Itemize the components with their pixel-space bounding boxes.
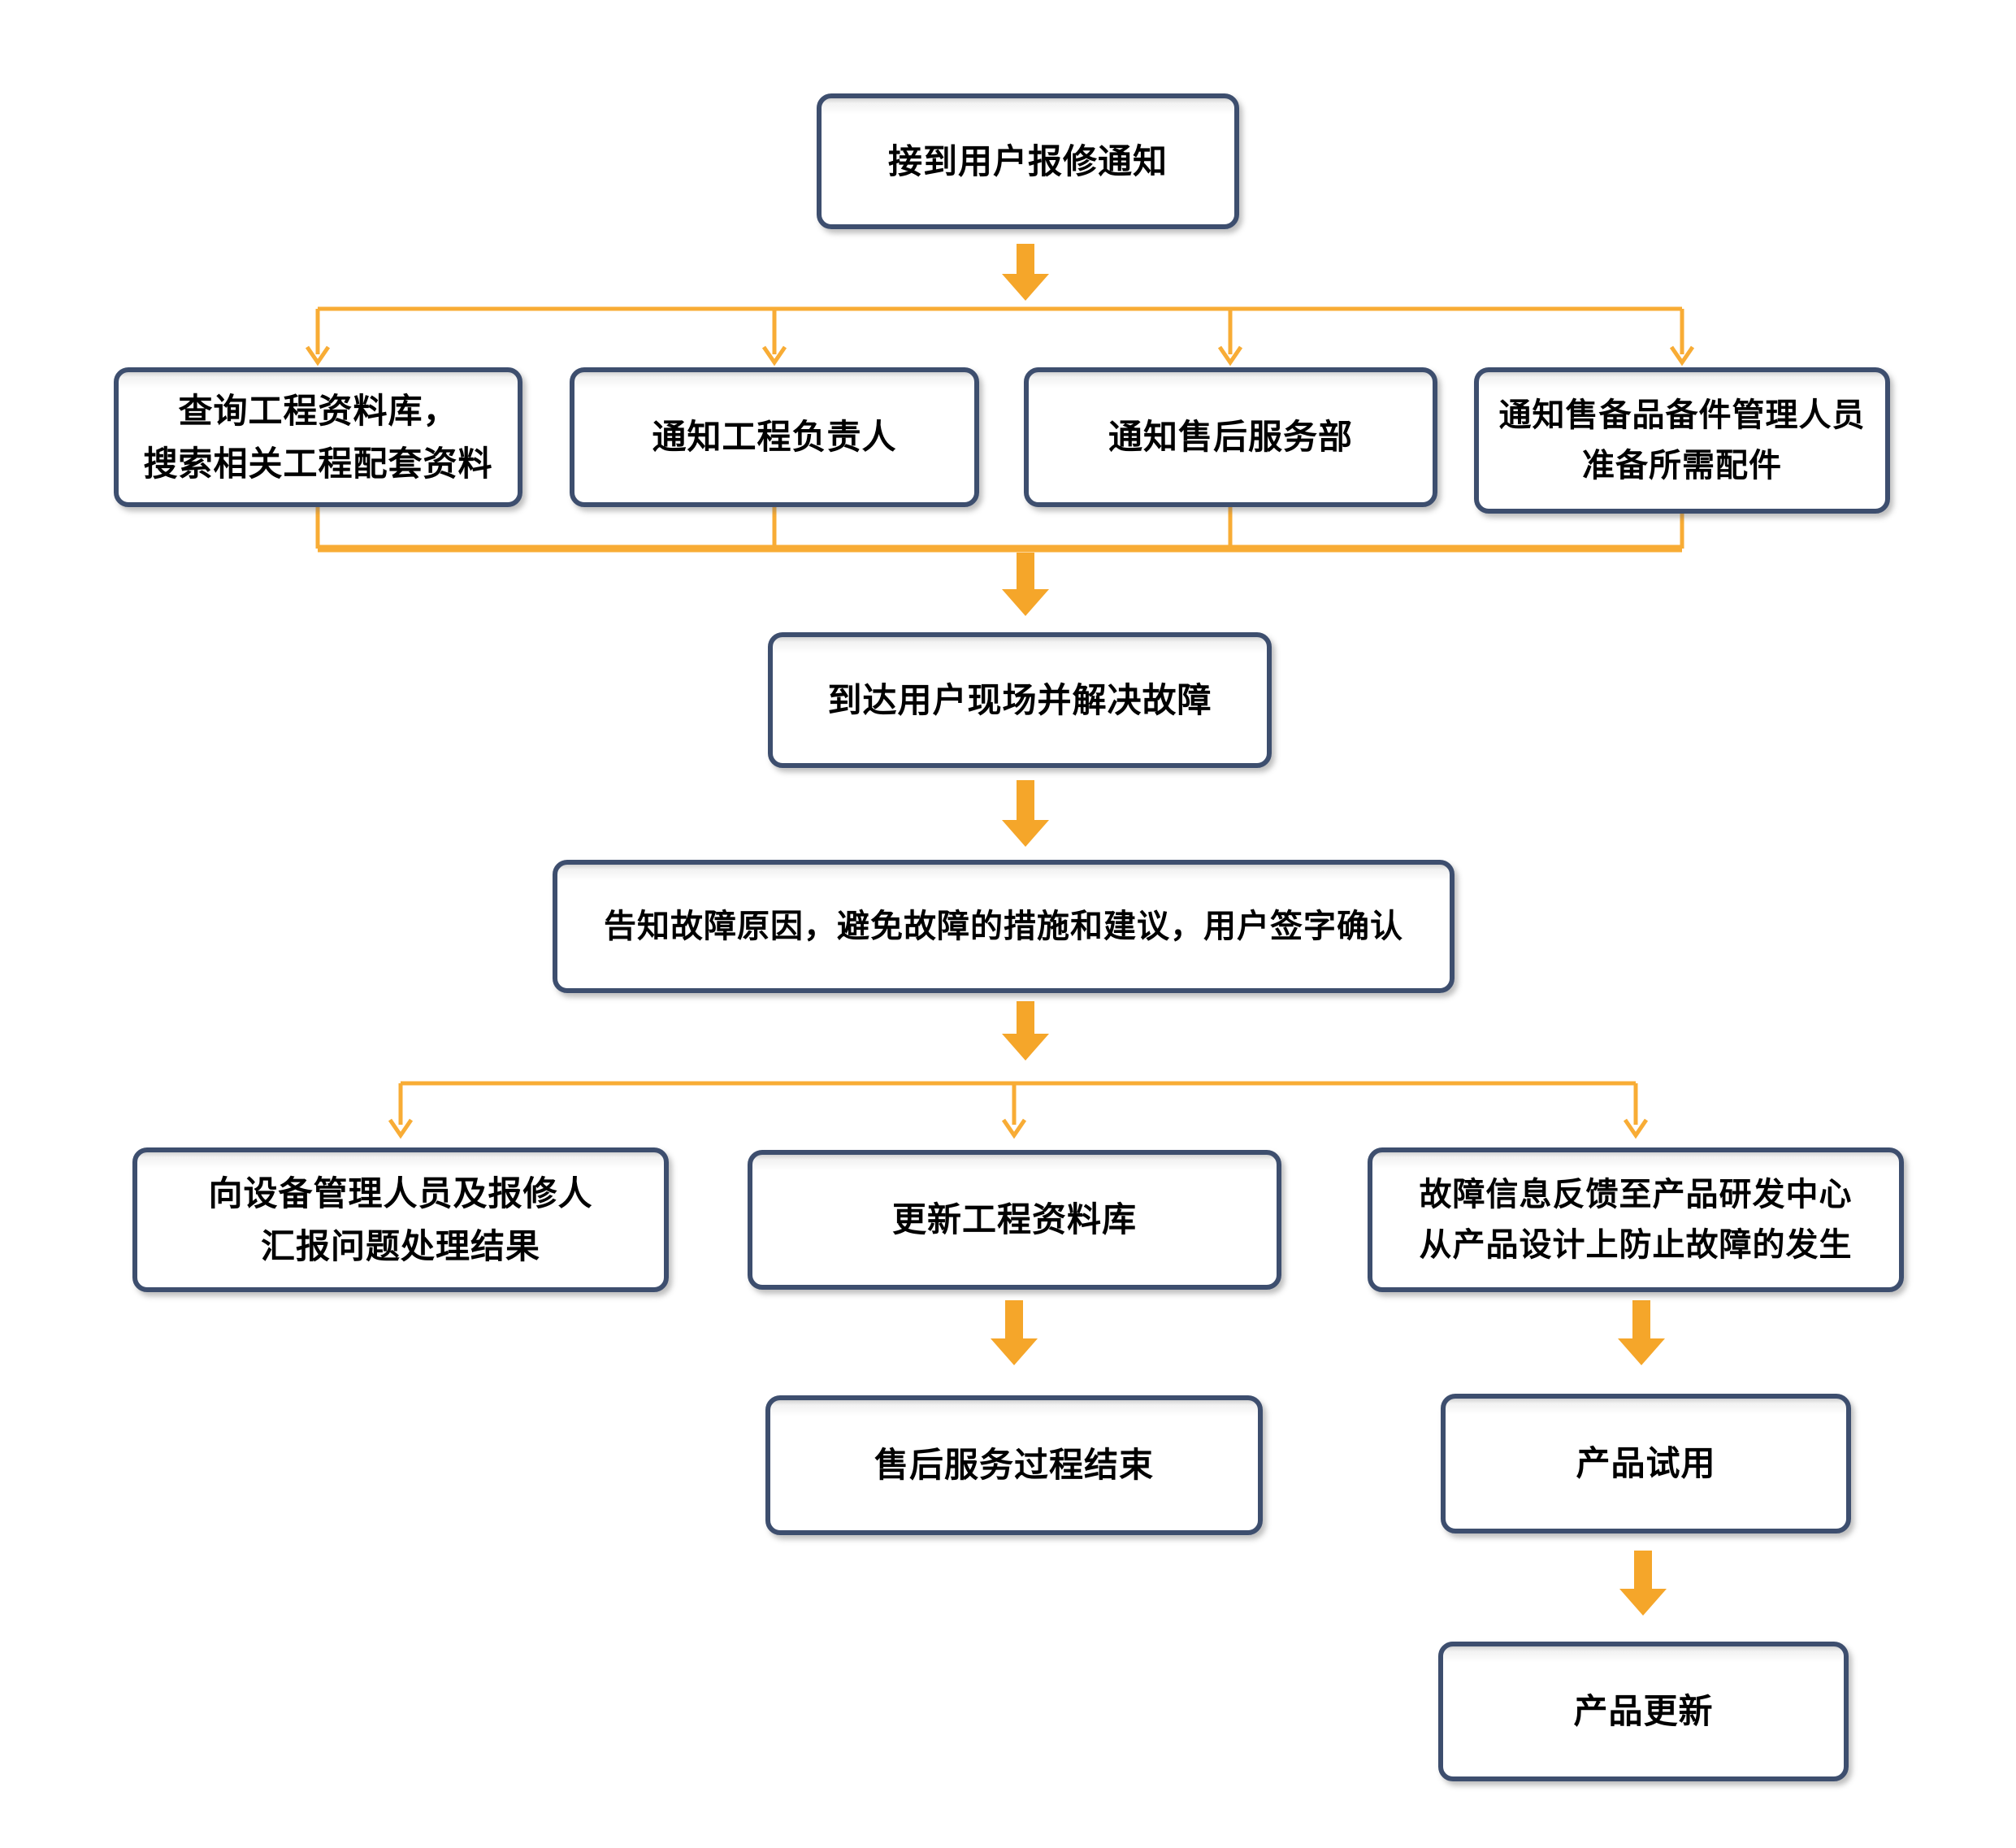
- connector-trial-to-update: [1619, 1551, 1667, 1616]
- arrowhead-icon: [761, 345, 787, 367]
- node-feedback-rd: 故障信息反馈至产品研发中心 从产品设计上防止故障的发生: [1368, 1147, 1904, 1292]
- arrowhead-icon: [1623, 1118, 1649, 1139]
- node-arrive-fix: 到达用户现场并解决故障: [768, 632, 1272, 768]
- node-query-db: 查询工程资料库， 搜索相关工程配套资料: [114, 367, 522, 507]
- node-query-db-label-2: 搜索相关工程配套资料: [143, 445, 493, 483]
- node-service-end-label: 售后服务过程结束: [874, 1446, 1154, 1485]
- node-product-update: 产品更新: [1438, 1642, 1849, 1781]
- arrowhead-icon: [388, 1118, 414, 1139]
- node-notify-parts-label-1: 通知售备品备件管理人员: [1498, 397, 1866, 433]
- node-notify-service: 通知售后服务部: [1024, 367, 1437, 507]
- node-arrive-fix-label: 到达用户现场并解决故障: [827, 680, 1212, 719]
- connector-feedback-to-trial: [1618, 1300, 1665, 1365]
- arrow-down-icon: [991, 1300, 1038, 1365]
- node-query-db-label-1: 查询工程资料库，: [178, 391, 458, 430]
- arrow-down-icon: [1002, 1001, 1049, 1061]
- node-notify-service-label: 通知售后服务部: [1108, 418, 1353, 457]
- node-service-end: 售后服务过程结束: [765, 1395, 1263, 1535]
- arrowhead-icon: [1669, 345, 1695, 367]
- node-start-label: 接到用户报修通知: [887, 141, 1168, 180]
- connector-split-bottom: [388, 1001, 1649, 1139]
- connector-arrive-to-inform: [1002, 780, 1049, 847]
- arrow-down-icon: [1002, 780, 1049, 847]
- connector-split-top: [305, 244, 1695, 367]
- arrow-down-icon: [1002, 244, 1049, 301]
- node-notify-parts: 通知售备品备件管理人员 准备所需配件: [1474, 367, 1890, 514]
- node-feedback-rd-label-2: 从产品设计上防止故障的发生: [1419, 1227, 1853, 1263]
- node-notify-parts-label-2: 准备所需配件: [1582, 448, 1782, 484]
- node-inform-sign-label: 告知故障原因，避免故障的措施和建议，用户签字确认: [604, 909, 1403, 944]
- node-report-result-label-2: 汇报问题处理结果: [260, 1227, 540, 1265]
- arrowhead-icon: [305, 345, 331, 367]
- node-report-result-label-1: 向设备管理人员及报修人: [208, 1173, 593, 1212]
- node-update-db-label: 更新工程资料库: [891, 1200, 1137, 1239]
- node-start: 接到用户报修通知: [817, 93, 1239, 229]
- node-product-trial: 产品试用: [1441, 1394, 1851, 1533]
- node-feedback-rd-label-1: 故障信息反馈至产品研发中心: [1419, 1177, 1853, 1212]
- node-update-db: 更新工程资料库: [748, 1150, 1281, 1290]
- node-product-update-label: 产品更新: [1573, 1692, 1714, 1731]
- node-product-trial-label: 产品试用: [1576, 1444, 1716, 1483]
- arrowhead-icon: [1217, 345, 1243, 367]
- arrow-down-icon: [1619, 1551, 1667, 1616]
- connector-update-to-end: [991, 1300, 1038, 1365]
- connector-merge: [315, 507, 1684, 616]
- node-notify-engineer: 通知工程负责人: [570, 367, 979, 507]
- node-report-result: 向设备管理人员及报修人 汇报问题处理结果: [132, 1147, 669, 1292]
- arrowhead-icon: [1001, 1118, 1027, 1139]
- node-inform-sign: 告知故障原因，避免故障的措施和建议，用户签字确认: [553, 860, 1455, 993]
- node-notify-engineer-label: 通知工程负责人: [652, 418, 897, 457]
- arrow-down-icon: [1618, 1300, 1665, 1365]
- arrow-down-icon: [1002, 553, 1049, 616]
